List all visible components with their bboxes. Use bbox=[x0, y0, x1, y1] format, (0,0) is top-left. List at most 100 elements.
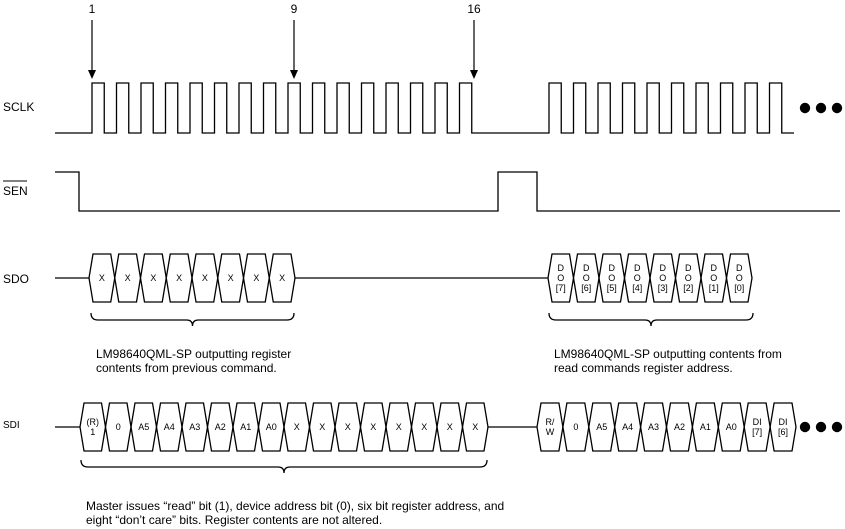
bus-cell-text: A3 bbox=[189, 422, 200, 432]
bus-cell-text: R/ bbox=[545, 417, 554, 427]
bus-cell-text: D bbox=[685, 263, 692, 273]
bus-cell-text: D bbox=[634, 263, 641, 273]
bus-cell-text: X bbox=[279, 273, 285, 283]
bus-cell-text: O bbox=[685, 273, 692, 283]
bus-cell-text: X bbox=[345, 422, 351, 432]
bus-cell bbox=[725, 253, 753, 303]
bus-cell-text: [7] bbox=[752, 427, 762, 437]
sen-label: SEN bbox=[3, 184, 28, 198]
bus-cell-text: A1 bbox=[700, 422, 711, 432]
bus-cell-text: (R) bbox=[87, 417, 100, 427]
continuation-dot bbox=[815, 102, 827, 114]
bus-cell-text: A4 bbox=[622, 422, 633, 432]
bus-cell-text: X bbox=[125, 273, 131, 283]
bus-cell-text: D bbox=[660, 263, 667, 273]
caption-line: Master issues “read” bit (1), device add… bbox=[86, 499, 505, 513]
bus-cell-text: A5 bbox=[138, 422, 149, 432]
marker-arrow-head bbox=[88, 70, 96, 79]
bus-cell bbox=[461, 402, 489, 452]
bus-cell-text: X bbox=[370, 422, 376, 432]
bus-cell-text: [4] bbox=[632, 283, 642, 293]
bus-cell-text: 0 bbox=[116, 422, 121, 432]
sclk-waveform bbox=[55, 82, 794, 134]
marker-label: 16 bbox=[467, 2, 481, 16]
bus-cell-text: X bbox=[176, 273, 182, 283]
bus-cell-text: X bbox=[99, 273, 105, 283]
bus-cell-text: X bbox=[294, 422, 300, 432]
bus-cell-text: O bbox=[659, 273, 666, 283]
group-braces bbox=[80, 312, 754, 474]
bus-cell-text: X bbox=[396, 422, 402, 432]
bus-cell-text: A2 bbox=[674, 422, 685, 432]
bus-cell-text: D bbox=[609, 263, 616, 273]
marker-label: 9 bbox=[291, 2, 298, 16]
continuation-dot bbox=[831, 421, 843, 433]
sdo-left-caption: LM98640QML-SP outputting register conten… bbox=[96, 347, 291, 375]
sdo-right-brace bbox=[548, 312, 754, 327]
bus-cell bbox=[268, 253, 296, 303]
caption-line: read commands register address. bbox=[554, 361, 733, 375]
sclk-label: SCLK bbox=[3, 100, 34, 114]
continuation-dot bbox=[815, 421, 827, 433]
continuation-dot bbox=[799, 421, 811, 433]
bus-cell-text: [3] bbox=[658, 283, 668, 293]
bus-cell-text: O bbox=[736, 273, 743, 283]
bus-cell-text: [1] bbox=[709, 283, 719, 293]
sdi-brace bbox=[80, 459, 488, 474]
bus-cell-text: A4 bbox=[164, 422, 175, 432]
bus-cell-text: D bbox=[583, 263, 590, 273]
sclk-trace bbox=[55, 82, 794, 134]
bus-cell-text: O bbox=[710, 273, 717, 283]
sen-trace bbox=[55, 171, 840, 212]
bus-cell-text: O bbox=[634, 273, 641, 283]
bus-cell-text: D bbox=[558, 263, 565, 273]
bus-cell-text: A1 bbox=[240, 422, 251, 432]
sdo-right-caption: LM98640QML-SP outputting contents from r… bbox=[554, 347, 782, 375]
sdo-left-brace bbox=[90, 312, 295, 327]
marker-label: 1 bbox=[89, 2, 96, 16]
bus-cell-text: DI bbox=[779, 417, 788, 427]
bus-cell-text: [0] bbox=[734, 283, 744, 293]
signal-labels: SCLK SEN SDO SDI bbox=[3, 100, 34, 431]
bus-cell-text: A0 bbox=[266, 422, 277, 432]
bus-cell-text: X bbox=[472, 422, 478, 432]
bus-cell-text: O bbox=[557, 273, 564, 283]
bus-cell-text: A3 bbox=[648, 422, 659, 432]
bus-cell-text: X bbox=[150, 273, 156, 283]
bus-cell-text: [5] bbox=[607, 283, 617, 293]
bus-cell-text: X bbox=[447, 422, 453, 432]
marker-arrow-head bbox=[290, 70, 298, 79]
caption-line: LM98640QML-SP outputting contents from bbox=[554, 347, 782, 361]
bus-cell-text: X bbox=[253, 273, 259, 283]
bus-cell-text: [7] bbox=[556, 283, 566, 293]
bus-cell bbox=[769, 402, 797, 452]
bus-cell-text: D bbox=[711, 263, 718, 273]
sdi-caption: Master issues “read” bit (1), device add… bbox=[86, 499, 504, 527]
bus-cell-text: DI bbox=[753, 417, 762, 427]
bus-cell-text: D bbox=[736, 263, 743, 273]
bus-cell-text: A0 bbox=[726, 422, 737, 432]
continuation-dots bbox=[799, 102, 843, 433]
sdi-label: SDI bbox=[3, 420, 20, 431]
caption-line: eight “don’t care” bits. Register conten… bbox=[86, 513, 383, 527]
caption-line: contents from previous command. bbox=[96, 361, 277, 375]
bus-cell-text: 1 bbox=[90, 427, 95, 437]
bus-cell-text: X bbox=[228, 273, 234, 283]
bus-cell-text: X bbox=[421, 422, 427, 432]
bus-cell-text: W bbox=[546, 427, 555, 437]
bus-cell-text: O bbox=[583, 273, 590, 283]
bus-cell-text: X bbox=[319, 422, 325, 432]
bus-cell-text: O bbox=[608, 273, 615, 283]
bus-cell-text: [6] bbox=[581, 283, 591, 293]
bus-cell-text: [2] bbox=[683, 283, 693, 293]
bus-cell-text: 0 bbox=[573, 422, 578, 432]
sdo-label: SDO bbox=[3, 272, 29, 286]
continuation-dot bbox=[799, 102, 811, 114]
marker-arrow-head bbox=[470, 70, 478, 79]
bus-cell-text: [6] bbox=[778, 427, 788, 437]
continuation-dot bbox=[831, 102, 843, 114]
bus-cell-text: A5 bbox=[596, 422, 607, 432]
